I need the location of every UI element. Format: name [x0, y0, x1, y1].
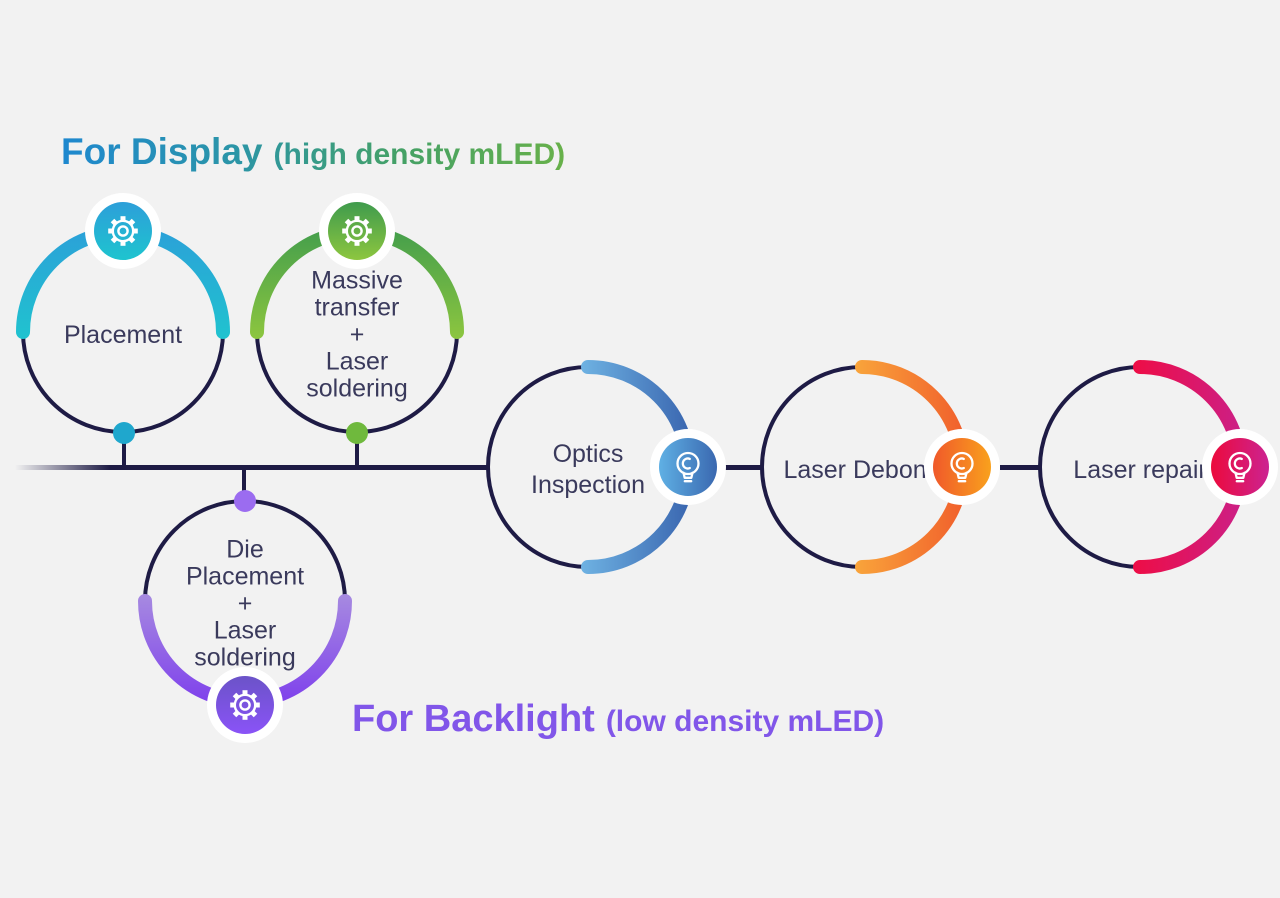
connector-dot-massive	[346, 422, 368, 444]
node-massive-transfer: Massive transfer + Laser soldering	[241, 193, 473, 448]
backlight-title-paren: (low density mLED)	[605, 705, 885, 738]
timeline-line	[15, 465, 490, 470]
backlight-title: For Backlight (low density mLED)	[352, 698, 884, 741]
gear-badge	[207, 667, 283, 743]
display-title-paren: (high density mLED)	[273, 138, 566, 171]
node-label: Massive transfer + Laser soldering	[306, 266, 408, 403]
node-label: Optics Inspection	[531, 440, 645, 499]
connector-line-die	[242, 468, 246, 502]
lightbulb-badge	[650, 429, 726, 505]
connector-dot-placement	[113, 422, 135, 444]
gear-badge	[319, 193, 395, 269]
connector-line-debond-repair	[1000, 465, 1042, 470]
node-optics-inspection: Optics Inspection	[472, 351, 726, 583]
connector-line-placement	[122, 433, 126, 469]
display-title-main: For Display	[61, 131, 263, 172]
node-label: Placement	[63, 321, 183, 349]
lightbulb-badge	[924, 429, 1000, 505]
node-label: Laser Debond	[783, 456, 941, 484]
node-laser-repair: Laser repair	[1024, 351, 1278, 583]
gear-badge	[85, 193, 161, 269]
connector-line-optics-debond	[722, 465, 764, 470]
node-laser-debond: Laser Debond	[746, 351, 1000, 583]
lightbulb-badge	[1202, 429, 1278, 505]
connector-line-massive	[355, 432, 359, 469]
node-die-placement: Die Placement + Laser soldering	[129, 485, 361, 743]
node-label: Laser repair	[1073, 456, 1207, 484]
node-placement: Placement	[7, 193, 239, 448]
connector-dot-die	[234, 490, 256, 512]
backlight-title-main: For Backlight	[352, 698, 595, 740]
node-label: Die Placement + Laser soldering	[185, 535, 305, 672]
display-title: For Display (high density mLED)	[61, 131, 565, 173]
